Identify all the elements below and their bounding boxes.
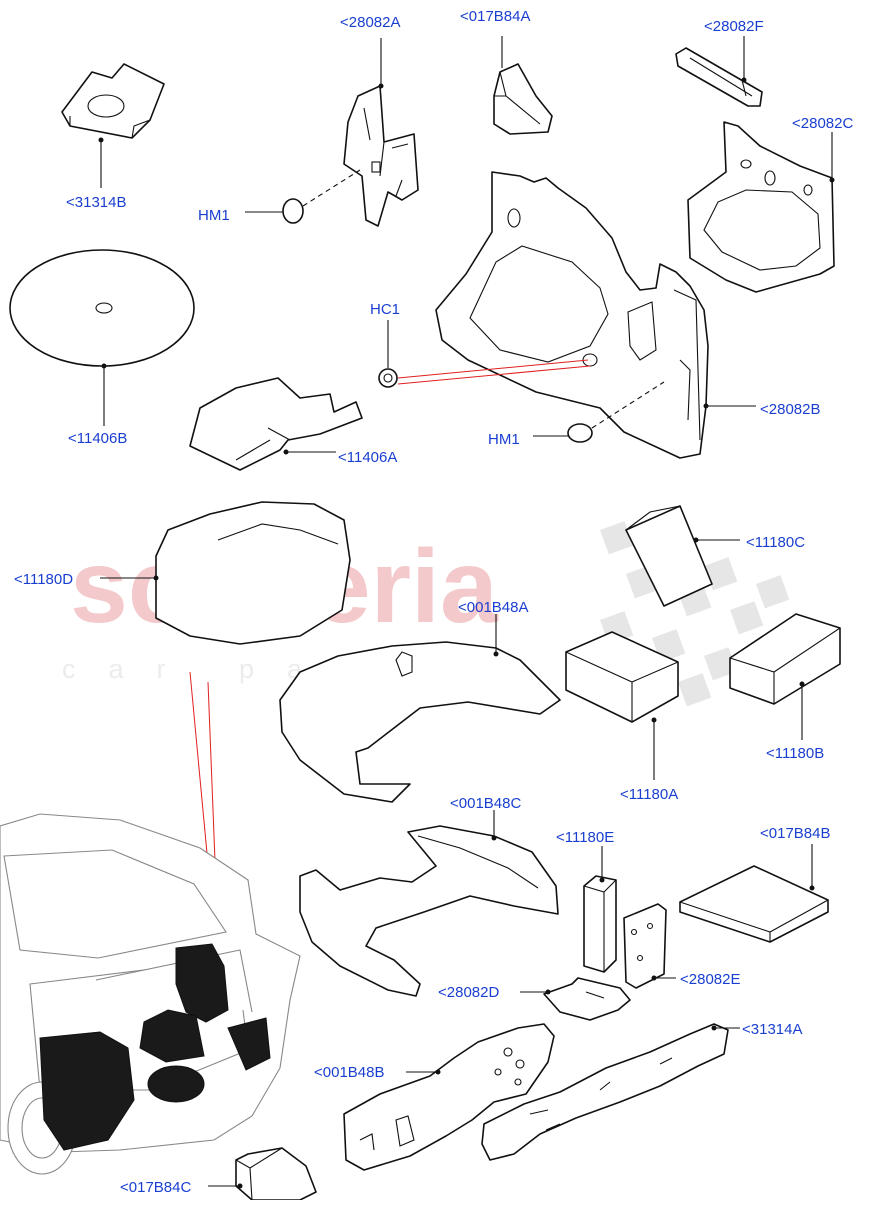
part-11406B-drawing <box>9 249 195 426</box>
part-001B48C-drawing <box>299 810 559 997</box>
callout-11180E[interactable]: <11180E <box>556 829 614 846</box>
callout-001B48A[interactable]: <001B48A <box>458 599 528 616</box>
part-001B48B-drawing <box>343 1023 555 1171</box>
part-31314B-drawing <box>61 63 165 188</box>
callout-hm1-bottom[interactable]: HM1 <box>488 431 520 448</box>
part-28082C-drawing <box>687 121 835 293</box>
callout-28082B[interactable]: <28082B <box>760 401 820 418</box>
callout-labels: <31314B <28082A <017B84A <28082F <28082C… <box>14 8 853 1196</box>
part-11180C-drawing <box>625 505 740 607</box>
callout-017B84B[interactable]: <017B84B <box>760 825 830 842</box>
callout-11180D[interactable]: <11180D <box>14 571 73 588</box>
callout-28082D[interactable]: <28082D <box>438 984 499 1001</box>
vehicle-locator-drawing <box>0 813 301 1175</box>
callout-28082C[interactable]: <28082C <box>792 115 853 132</box>
part-31314A-drawing <box>481 1023 740 1161</box>
part-11180E-drawing <box>583 846 617 973</box>
callout-001B48B[interactable]: <001B48B <box>314 1064 384 1081</box>
part-11180B-drawing <box>729 613 841 740</box>
part-017B84A-drawing <box>493 36 553 135</box>
callout-001B48C[interactable]: <001B48C <box>450 795 521 812</box>
part-017B84C-drawing <box>208 1147 317 1201</box>
part-11180A-drawing <box>565 631 679 780</box>
callout-11180B[interactable]: <11180B <box>766 745 824 762</box>
part-28082D-drawing <box>520 977 631 1021</box>
callout-28082A[interactable]: <28082A <box>340 14 400 31</box>
part-28082F-drawing <box>675 36 763 107</box>
callout-31314A[interactable]: <31314A <box>742 1021 802 1038</box>
callout-hc1[interactable]: HC1 <box>370 301 400 318</box>
part-28082A-drawing <box>343 38 419 227</box>
callout-28082E[interactable]: <28082E <box>680 971 740 988</box>
part-hc1-drawing <box>378 320 591 388</box>
callout-28082F[interactable]: <28082F <box>704 18 764 35</box>
callout-11406A[interactable]: <11406A <box>338 449 397 466</box>
callout-11180A[interactable]: <11180A <box>620 786 678 803</box>
part-001B48A-drawing <box>279 614 561 803</box>
callout-11406B[interactable]: <11406B <box>68 430 127 447</box>
part-017B84B-drawing <box>679 844 829 943</box>
callout-11180C[interactable]: <11180C <box>746 534 805 551</box>
part-28082E-drawing <box>623 903 676 989</box>
part-hm1-bottom-drawing <box>533 381 665 443</box>
callout-017B84A[interactable]: <017B84A <box>460 8 530 25</box>
callout-017B84C[interactable]: <017B84C <box>120 1179 191 1196</box>
callout-31314B[interactable]: <31314B <box>66 194 126 211</box>
callout-hm1-top[interactable]: HM1 <box>198 207 230 224</box>
part-hm1-top-drawing <box>245 169 361 224</box>
part-11406A-drawing <box>189 377 363 471</box>
